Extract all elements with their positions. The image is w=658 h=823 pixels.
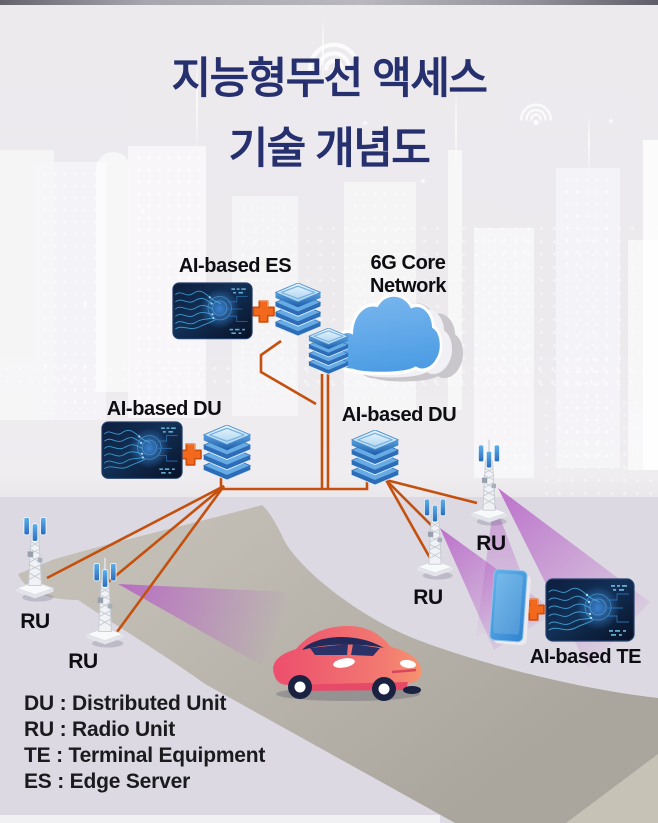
bottom-light-strip — [0, 815, 440, 823]
te-label: AI-based TE — [529, 646, 642, 668]
legend-item-ru: RU : Radio Unit — [24, 718, 175, 741]
du-right-label: AI-based DU — [341, 404, 457, 426]
ru1-radio-tower-icon — [16, 511, 54, 603]
legend-item-te: TE : Terminal Equipment — [24, 744, 266, 767]
du-right-server-stack-icon — [351, 430, 399, 486]
du-ai-chip-icon — [101, 421, 183, 479]
es-label: AI-based ES — [178, 255, 292, 277]
legend-item-du: DU : Distributed Unit — [24, 692, 227, 715]
legend: DU : Distributed Unit RU : Radio Unit TE… — [24, 691, 265, 795]
es-server-stack-icon — [274, 283, 322, 337]
core-network-label: 6G Core Network — [369, 252, 447, 297]
te-ai-chip-icon — [545, 578, 635, 642]
smartphone-icon — [489, 568, 531, 646]
page-title: 지능형무선 액세스 기술 개념도 — [0, 44, 658, 184]
wifi-icon — [520, 103, 552, 126]
du-left-server-stack-icon — [203, 425, 251, 481]
cloud-icon — [332, 293, 464, 382]
core-server-stack-icon — [308, 328, 349, 375]
top-border-strip — [0, 0, 658, 5]
plus-icon — [179, 443, 202, 466]
ru3-label: RU — [413, 586, 443, 609]
ru4-radio-tower-icon — [470, 439, 508, 527]
es-ai-chip-icon — [172, 282, 253, 340]
title-line-2: 기술 개념도 — [228, 125, 431, 173]
wifi-icon — [308, 42, 360, 78]
ru4-label: RU — [476, 532, 506, 555]
legend-item-es: ES : Edge Server — [24, 770, 191, 793]
connection-lines — [46, 339, 478, 637]
title-line-1: 지능형무선 액세스 — [171, 55, 488, 103]
car-illustration — [273, 626, 422, 701]
plus-icon — [252, 300, 275, 323]
ru2-label: RU — [68, 650, 98, 673]
ru1-label: RU — [20, 610, 50, 633]
du-left-label: AI-based DU — [106, 398, 222, 420]
